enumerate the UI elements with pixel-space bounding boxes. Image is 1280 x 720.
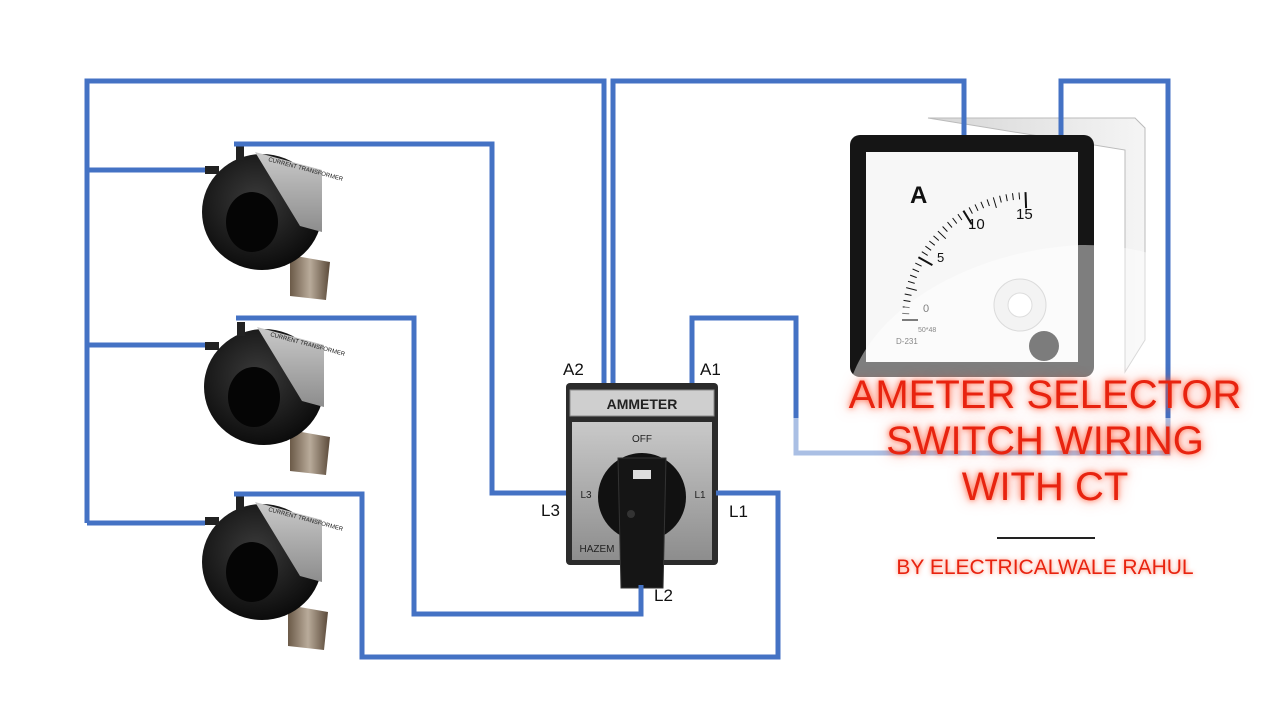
wire-ct2-to-l2	[236, 315, 644, 617]
scale-tick	[912, 268, 920, 273]
switch-indicator	[633, 470, 651, 479]
ct-terminal-screw	[205, 166, 219, 174]
terminal-label-l3: L3	[541, 501, 560, 520]
ct-terminal-screw	[236, 496, 244, 510]
terminal-label-l2: L2	[654, 586, 673, 605]
scale-tick	[909, 274, 917, 279]
ammeter-dial	[866, 152, 1078, 362]
current-transformer-2: CURRENT TRANSFORMER	[204, 322, 346, 475]
wire-a2-to-ammeter	[610, 78, 967, 383]
scale-tick	[906, 287, 917, 291]
diagram-title: AMETER SELECTOR SWITCH WIRING WITH CT	[840, 372, 1250, 510]
author-byline: BY ELECTRICALWALE RAHUL	[896, 556, 1194, 579]
ammeter-selector-switch: AMMETER OFF L3 L1 HAZEM	[566, 383, 718, 589]
ct-nameplate	[257, 327, 324, 407]
scale-tick	[968, 207, 973, 214]
scale-tick	[917, 256, 933, 266]
scale-label-5: 5	[937, 250, 944, 265]
title-line-2: SWITCH WIRING	[886, 419, 1204, 463]
wire-ct3-to-l1	[234, 490, 781, 660]
scale-tick	[992, 197, 997, 209]
switch-label-plate	[569, 389, 715, 417]
ct-hole	[226, 542, 278, 602]
scale-tick	[925, 245, 932, 251]
scale-label-15: 15	[1016, 206, 1033, 223]
ammeter-glare-overlay	[852, 245, 1170, 377]
ammeter-unit: A	[910, 182, 927, 209]
ct-terminal-screw	[205, 517, 219, 525]
ammeter-zero-adjust	[1007, 292, 1033, 318]
scale-tick	[1005, 194, 1008, 202]
scale-tick	[1018, 192, 1021, 200]
ammeter: A 0 5 10 15 50*48 D-231	[850, 117, 1170, 377]
switch-off-marking: OFF	[632, 434, 652, 445]
scale-tick	[947, 221, 953, 228]
scale-tick	[980, 201, 985, 209]
switch-pos-l1: L1	[694, 490, 706, 501]
current-transformer-3: CURRENT TRANSFORMER	[202, 496, 344, 650]
ct-nameplate	[255, 152, 322, 232]
title-divider	[997, 537, 1095, 539]
switch-screw	[627, 510, 635, 518]
switch-label: AMMETER	[607, 396, 678, 412]
scale-tick	[957, 213, 963, 221]
scale-tick	[928, 240, 936, 246]
scale-tick	[962, 210, 973, 225]
ct-terminal-screw	[237, 322, 245, 336]
wire-ct1-to-l3	[234, 141, 566, 496]
scale-tick	[1024, 192, 1028, 209]
scale-tick	[1012, 193, 1014, 201]
switch-brand: HAZEM	[580, 544, 615, 555]
ct-mount-bracket	[290, 255, 330, 300]
scale-tick	[933, 235, 940, 241]
title-line-1: AMETER SELECTOR	[848, 373, 1242, 417]
scale-tick	[937, 230, 947, 240]
switch-pos-l3: L3	[580, 490, 592, 501]
ammeter-scale	[902, 192, 1028, 321]
current-transformer-1: CURRENT TRANSFORMER	[202, 146, 344, 300]
scale-tick	[907, 280, 915, 284]
ct-nameplate	[255, 502, 322, 582]
scale-tick	[999, 195, 1002, 203]
ct-terminal-screw	[236, 146, 244, 160]
title-line-3: WITH CT	[961, 465, 1129, 509]
scale-tick	[942, 226, 948, 232]
ct-mount-bracket	[288, 605, 328, 650]
terminal-label-l1: L1	[729, 502, 748, 521]
scale-tick	[974, 204, 979, 212]
scale-tick	[915, 262, 922, 267]
scale-tick	[903, 299, 911, 302]
ammeter-case-side	[927, 117, 1146, 374]
scale-label-0: 0	[923, 303, 929, 315]
ammeter-fine-print: 50*48	[918, 327, 936, 334]
ct-hole	[228, 367, 280, 427]
scale-tick	[952, 217, 958, 224]
ct-terminal-screw	[205, 342, 219, 350]
ct-mount-bracket	[290, 430, 330, 475]
ammeter-zero-knob[interactable]	[1029, 331, 1059, 361]
scale-tick	[902, 306, 910, 309]
wire-common-to-a2	[84, 78, 607, 523]
ct-hole	[226, 192, 278, 252]
ammeter-model: D-231	[896, 337, 918, 346]
terminal-label-a2: A2	[563, 360, 584, 379]
wire-glare-overlay	[793, 418, 1171, 458]
scale-tick	[921, 251, 928, 256]
switch-handle[interactable]	[617, 457, 667, 589]
scale-tick	[986, 199, 990, 207]
scale-tick	[904, 293, 912, 296]
scale-label-10: 10	[968, 216, 985, 233]
terminal-label-a1: A1	[700, 360, 721, 379]
